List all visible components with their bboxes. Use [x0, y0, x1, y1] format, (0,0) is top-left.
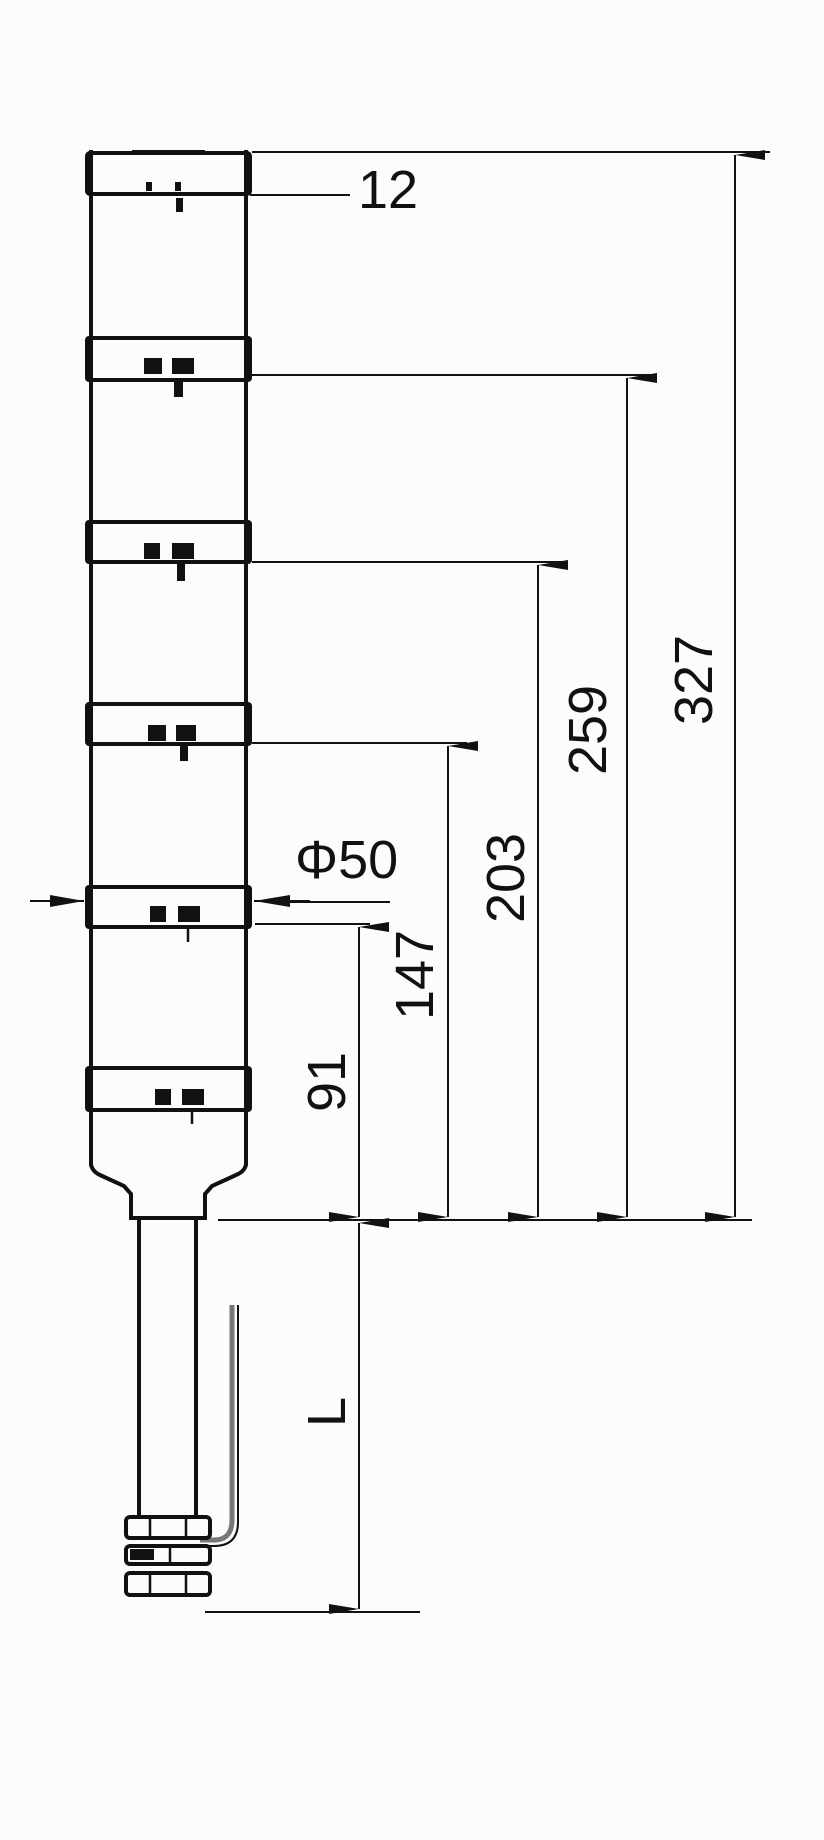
- top-cap: [85, 151, 252, 196]
- cable-outline: [200, 1305, 239, 1547]
- dim-label-327: 327: [664, 635, 724, 725]
- diameter-arrowhead-right: [254, 895, 290, 907]
- band-latch: [144, 358, 162, 374]
- dim-label-147: 147: [385, 930, 445, 1020]
- top-cap-notch: [175, 182, 181, 191]
- band-latch: [172, 543, 194, 559]
- extension-lines: [205, 151, 770, 1613]
- dim-label-L: L: [297, 1397, 357, 1427]
- band-pin: [180, 746, 188, 761]
- top-cap-pin: [176, 198, 183, 212]
- dim-label-259: 259: [558, 685, 618, 775]
- band-latch: [144, 543, 160, 559]
- band-latch: [176, 725, 196, 741]
- band-latch: [148, 725, 166, 741]
- base-taper: [89, 1150, 248, 1220]
- band-latch: [172, 358, 194, 374]
- band-latch: [155, 1089, 171, 1105]
- band-latch: [182, 1089, 204, 1105]
- cable: [200, 1305, 235, 1543]
- tier-band: [85, 702, 252, 746]
- dimension-lines: [329, 150, 765, 1614]
- band-latch: [178, 906, 200, 922]
- dim-label-91: 91: [297, 1052, 357, 1112]
- diameter-arrowhead-left: [50, 895, 84, 907]
- tier-band: [85, 520, 252, 564]
- band-pin: [177, 563, 185, 581]
- tier-band: [85, 1066, 252, 1112]
- diameter-arrows: [30, 895, 310, 907]
- tower-body: [85, 150, 252, 1597]
- mounting-nuts: [124, 1515, 212, 1597]
- band-latch: [150, 906, 166, 922]
- dim-label-12: 12: [358, 160, 418, 220]
- dim-label-203: 203: [476, 833, 536, 923]
- dim-label-diameter: Φ50: [295, 830, 398, 890]
- top-cap-notch: [146, 182, 152, 191]
- band-pin: [174, 381, 183, 397]
- tier-band: [85, 885, 252, 929]
- tier-band: [85, 336, 252, 382]
